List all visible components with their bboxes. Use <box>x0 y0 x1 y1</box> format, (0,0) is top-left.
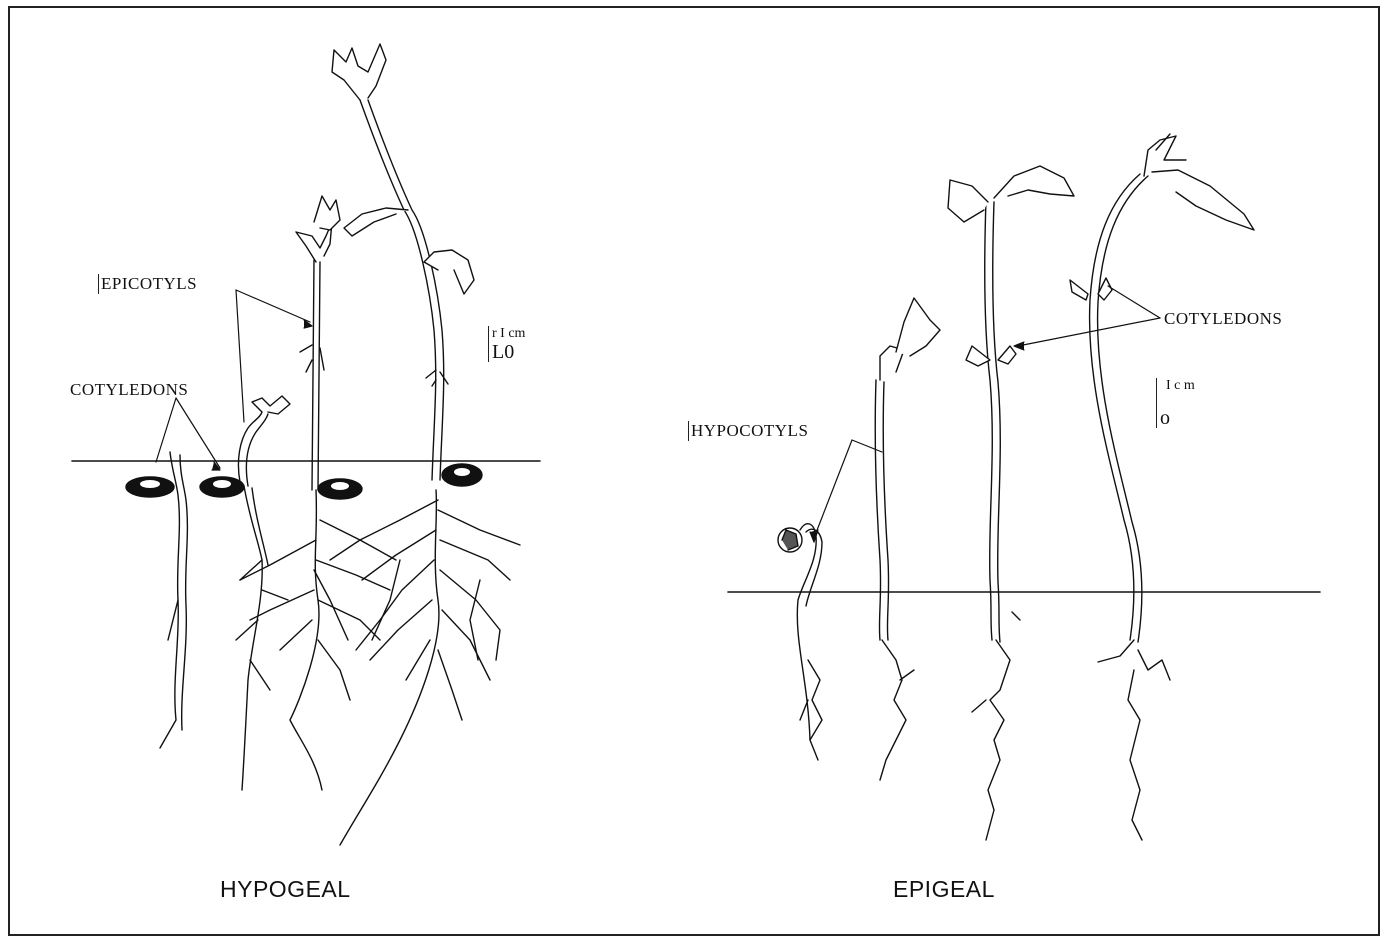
epigeal-title: EPIGEAL <box>893 876 995 903</box>
hypogeal-seedling-4 <box>330 44 520 845</box>
epigeal-seedling-3 <box>948 166 1074 840</box>
hypogeal-title: HYPOGEAL <box>220 876 351 903</box>
epigeal-seedling-4 <box>1070 134 1254 840</box>
epigeal-cotyledons-label: COTYLEDONS <box>1164 309 1282 329</box>
hypogeal-cotyledons-label: COTYLEDONS <box>70 380 188 400</box>
hypogeal-seedling-1 <box>126 452 187 748</box>
epigeal-diagram <box>728 134 1320 840</box>
hypogeal-scale-bar: r I cm L0 <box>488 326 525 362</box>
hypogeal-scale-bottom: L0 <box>492 342 525 362</box>
epigeal-seedling-1 <box>778 524 822 760</box>
hypocotyls-label: HYPOCOTYLS <box>688 421 808 441</box>
hypogeal-seedling-2 <box>200 396 290 790</box>
epigeal-scale-bottom: o <box>1160 408 1195 428</box>
hypogeal-diagram <box>72 44 540 845</box>
epigeal-scale-bar: I c m o <box>1156 378 1195 428</box>
epicotyls-label: EPICOTYLS <box>98 274 197 294</box>
hypogeal-seedling-3 <box>240 196 396 790</box>
epigeal-seedling-2 <box>875 298 940 780</box>
epigeal-scale-top: I c m <box>1160 378 1195 394</box>
hypogeal-scale-top: r I cm <box>492 326 525 342</box>
